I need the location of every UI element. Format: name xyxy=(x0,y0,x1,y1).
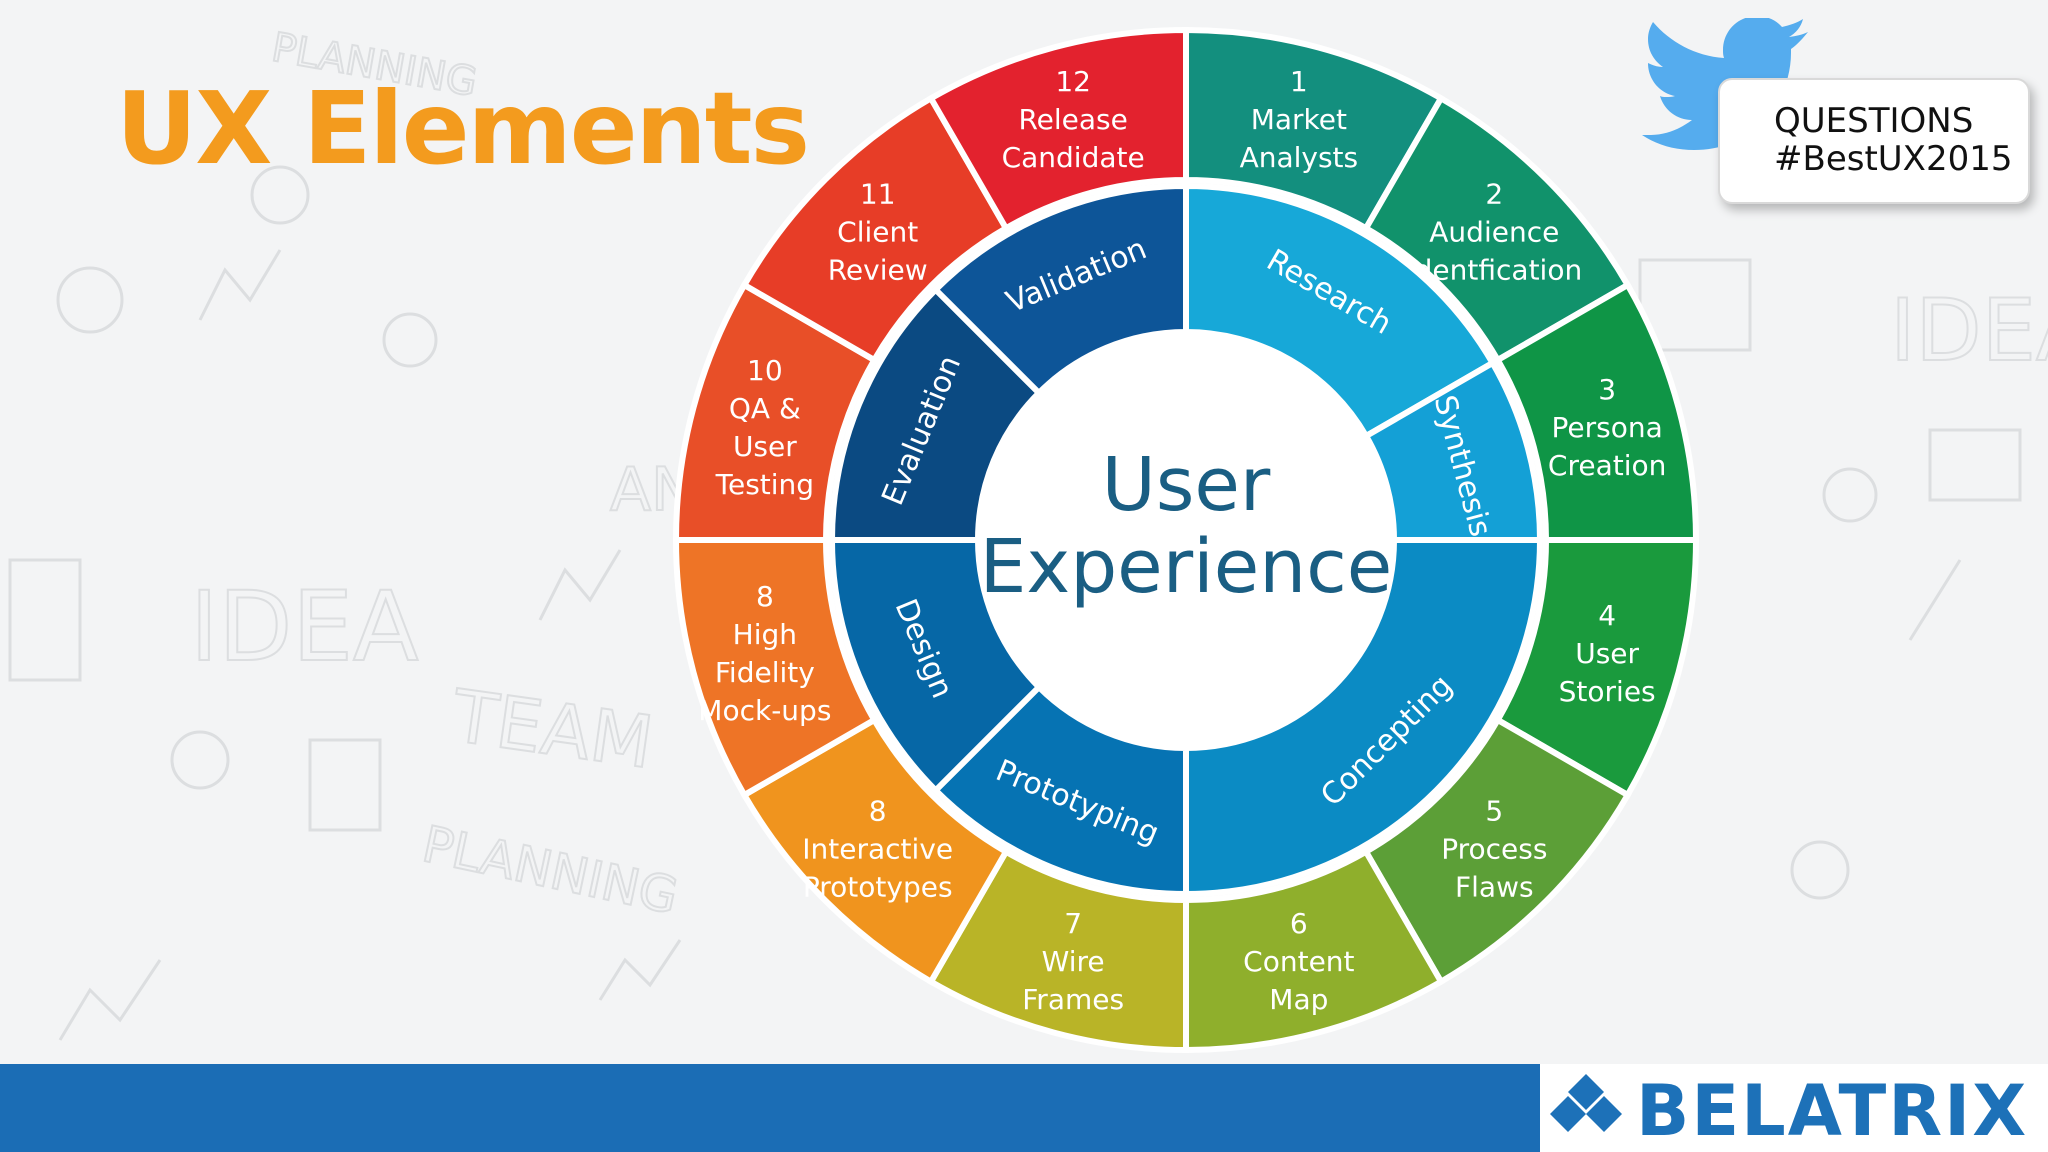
questions-callout: QUESTIONS #BestUX2015 xyxy=(1718,78,2030,204)
center-title-line1: User xyxy=(1102,442,1271,528)
document-doodle-icon xyxy=(308,738,382,832)
logo-mark-icon xyxy=(1550,1074,1622,1132)
trend-doodle-icon xyxy=(198,249,282,321)
belatrix-logo: BELATRIX xyxy=(1540,1064,2048,1152)
trend-doodle-icon xyxy=(598,939,682,1001)
document-doodle-icon xyxy=(1928,428,2022,502)
bg-word: IDEA xyxy=(190,571,419,683)
gear-doodle-icon xyxy=(170,730,230,790)
trend-doodle-icon xyxy=(58,959,162,1041)
center-circle xyxy=(978,332,1394,748)
trend-doodle-icon xyxy=(538,549,622,621)
center-title-line2: Experience xyxy=(980,524,1393,610)
cloud-doodle-icon xyxy=(56,266,124,334)
page-title: UX Elements xyxy=(116,70,810,187)
footer-bar xyxy=(0,1064,1540,1152)
callout-hashtag: #BestUX2015 xyxy=(1774,139,2013,179)
bg-word: IDEA xyxy=(1890,281,2048,381)
gear-doodle-icon xyxy=(250,165,310,225)
gear-doodle-icon xyxy=(1790,840,1850,900)
callout-line1: QUESTIONS xyxy=(1774,101,1974,141)
arrow-doodle-icon xyxy=(1908,559,1962,641)
logo-wordmark: BELATRIX xyxy=(1636,1070,2029,1152)
gear-doodle-icon xyxy=(1822,467,1878,523)
chart-doodle-icon xyxy=(8,558,82,682)
outer-segment xyxy=(926,26,1189,233)
gear-doodle-icon xyxy=(382,312,438,368)
